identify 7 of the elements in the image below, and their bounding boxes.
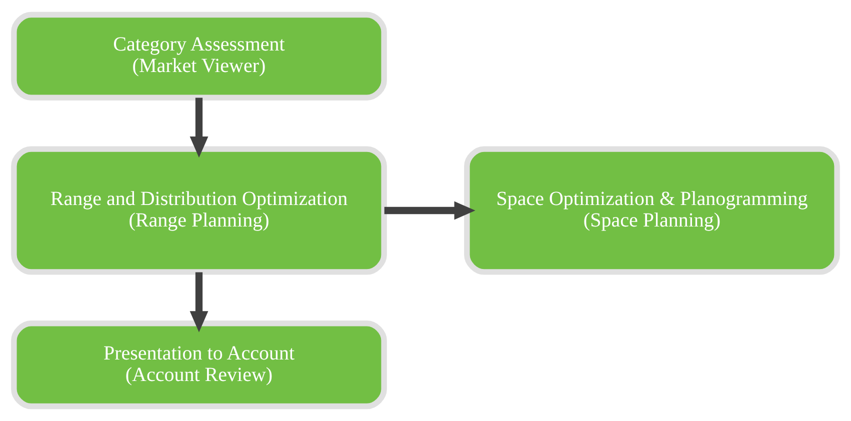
node-box: Range and Distribution Optimization (Range Planning) (11, 146, 387, 275)
arrow (190, 272, 208, 332)
node-box: Presentation to Account (Account Review) (11, 320, 387, 410)
node-box: Space Optimization & Planogramming (Space Planning) (464, 146, 840, 275)
arrow (384, 201, 476, 220)
arrow (190, 98, 208, 158)
node-box: Category Assessment (Market Viewer) (11, 12, 387, 100)
